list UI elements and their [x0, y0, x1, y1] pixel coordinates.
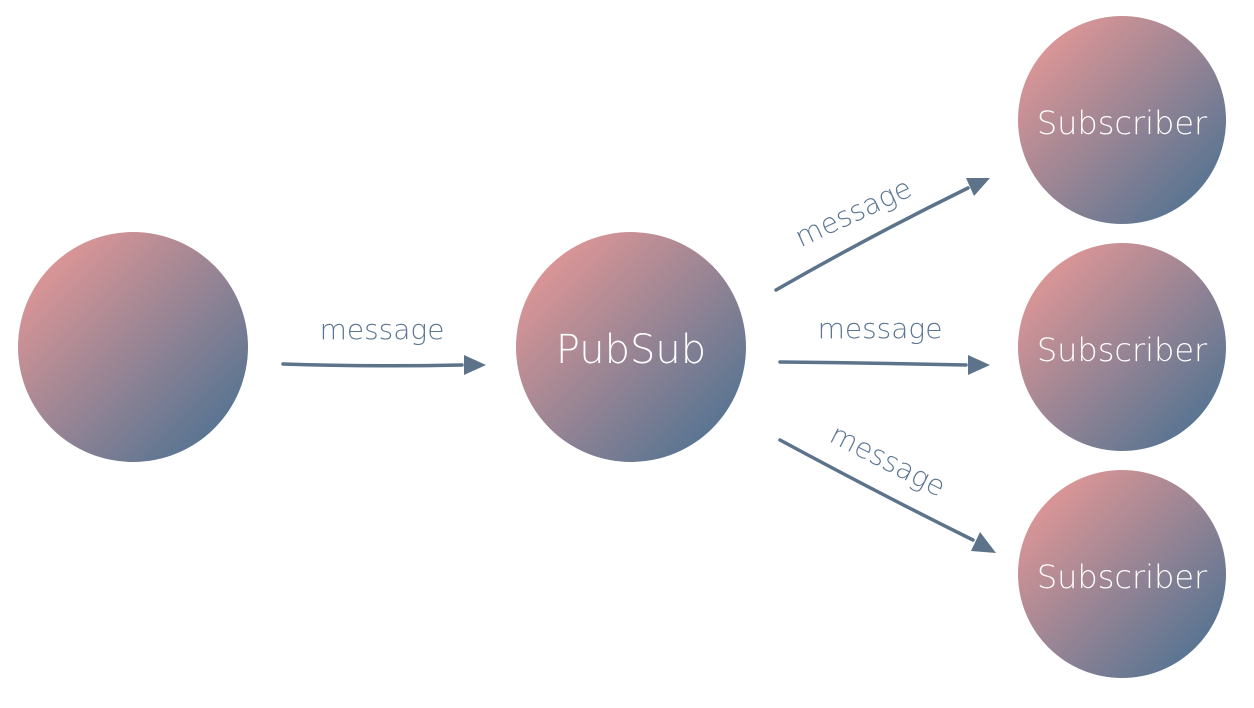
- arrow-line-pubsub-to-subscriber-3: [778, 438, 975, 542]
- pubsub-node: PubSub: [516, 232, 746, 462]
- edge-pubsub-to-subscriber-3: message: [778, 417, 996, 553]
- edge-pubsub-to-subscriber-2: message: [778, 312, 990, 375]
- edge-label-publisher-to-pubsub: message: [320, 313, 445, 346]
- subscriber-2-circle: [1018, 243, 1226, 451]
- edge-publisher-to-pubsub: message: [281, 313, 486, 375]
- arrow-head-pubsub-to-subscriber-3: [971, 532, 996, 553]
- arrow-line-pubsub-to-subscriber-1: [774, 186, 970, 292]
- arrow-head-pubsub-to-subscriber-2: [968, 355, 990, 375]
- pubsub-circle: [516, 232, 746, 462]
- pubsub-label: PubSub: [556, 327, 706, 373]
- edge-label-pubsub-to-subscriber-1: message: [790, 171, 917, 254]
- edge-label-pubsub-to-subscriber-3: message: [825, 417, 951, 503]
- subscriber-node-1: Subscriber: [1018, 16, 1226, 224]
- subscriber-3-circle: [1018, 470, 1226, 678]
- arrow-line-pubsub-to-subscriber-2: [778, 360, 968, 367]
- arrow-head-pubsub-to-subscriber-1: [966, 178, 990, 196]
- subscriber-node-3: Subscriber: [1018, 470, 1226, 678]
- subscriber-2-label: Subscriber: [1037, 331, 1208, 369]
- subscriber-node-2: Subscriber: [1018, 243, 1226, 451]
- edge-label-pubsub-to-subscriber-2: message: [818, 312, 943, 345]
- arrow-line-publisher-to-pubsub: [281, 362, 464, 368]
- publisher-node: [18, 232, 248, 462]
- arrow-head-publisher-to-pubsub: [464, 355, 486, 375]
- publisher-circle: [18, 232, 248, 462]
- subscriber-1-circle: [1018, 16, 1226, 224]
- edge-pubsub-to-subscriber-1: message: [774, 171, 990, 292]
- subscriber-3-label: Subscriber: [1037, 558, 1208, 596]
- subscriber-1-label: Subscriber: [1037, 104, 1208, 142]
